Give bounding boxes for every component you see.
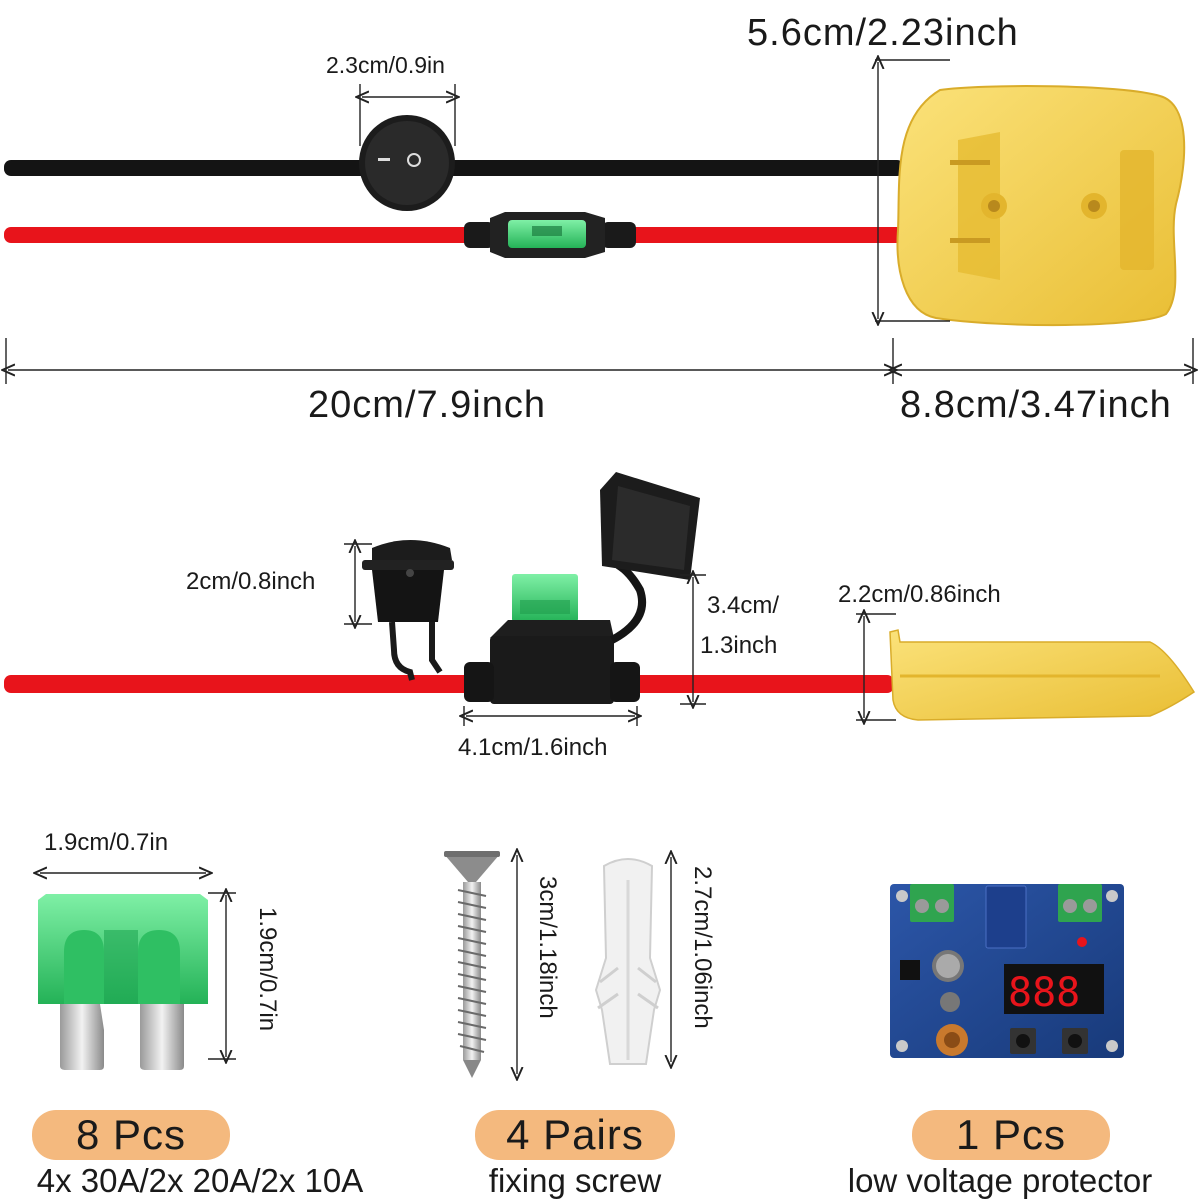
adapter-side-height-label: 2.2cm/0.86inch	[838, 581, 1001, 608]
adapter-height-label: 5.6cm/2.23inch	[747, 12, 1019, 54]
svg-text:888: 888	[1008, 970, 1080, 1016]
cable-length-label: 20cm/7.9inch	[308, 384, 547, 426]
screw-caption: fixing screw	[488, 1162, 662, 1199]
screw-count-badge: 4 Pairs	[475, 1110, 675, 1160]
fuse-count-badge: 8 Pcs	[32, 1110, 230, 1160]
battery-adapter-top	[896, 85, 1186, 327]
red-wire	[4, 227, 904, 243]
wall-anchor	[594, 858, 662, 1065]
battery-adapter-side	[889, 629, 1196, 721]
red-wire-side	[4, 675, 894, 693]
protector-caption: low voltage protector	[847, 1162, 1153, 1199]
fuse-width-label: 1.9cm/0.7in	[44, 829, 169, 856]
rocker-switch-top	[359, 115, 455, 211]
switch-width-label: 2.3cm/0.9in	[326, 52, 445, 78]
fuse-height-label: 1.9cm/0.7in	[254, 907, 281, 1032]
fuse-caption: 4x 30A/2x 20A/2x 10A	[36, 1162, 364, 1199]
inline-fuse-top	[464, 212, 636, 258]
screw-length-label: 3cm/1.18inch	[534, 876, 561, 1019]
adapter-length-label: 8.8cm/3.47inch	[900, 384, 1172, 426]
fuse-holder-height-label-1: 3.4cm/	[707, 592, 780, 619]
screw-dimension-lines	[517, 855, 671, 1074]
switch-height-label: 2cm/0.8inch	[186, 568, 316, 595]
voltage-protector-board: 888	[890, 884, 1124, 1058]
anchor-length-label: 2.7cm/1.06inch	[689, 866, 716, 1029]
side-dimension-lines	[344, 544, 896, 726]
fuse-holder-width-label: 4.1cm/1.6inch	[458, 734, 608, 761]
side-cable-assembly	[4, 472, 1196, 721]
top-cable-assembly	[4, 85, 1186, 327]
fuse-dimension-lines	[40, 873, 236, 1059]
fuse-holder-height-label-2: 1.3inch	[700, 632, 778, 659]
blade-fuse	[38, 894, 208, 1070]
protector-count-badge: 1 Pcs	[912, 1110, 1110, 1160]
rocker-switch-side	[362, 540, 454, 681]
fuse-holder-side	[464, 472, 700, 704]
top-dimension-lines	[6, 60, 1193, 384]
screw	[444, 851, 500, 1078]
